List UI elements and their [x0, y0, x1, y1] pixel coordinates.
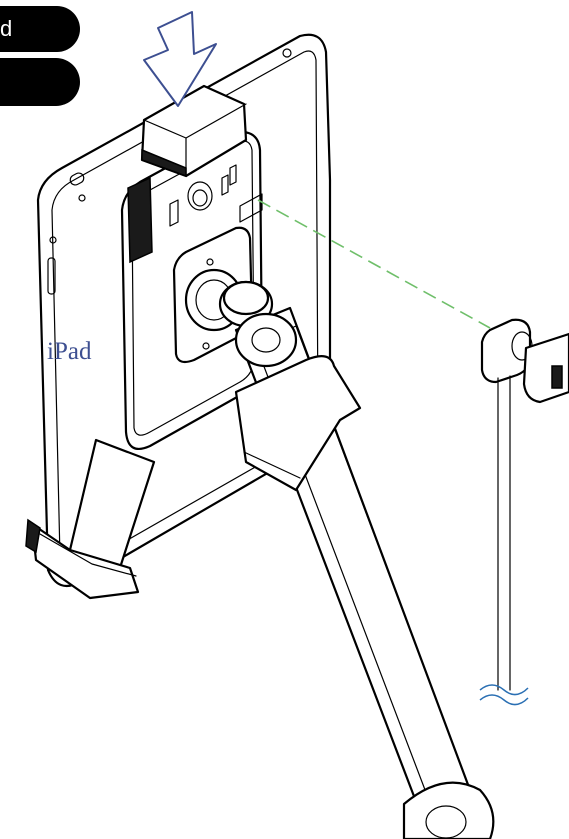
articulating-arm: [218, 280, 495, 839]
step-badge-second: [0, 58, 80, 106]
down-arrow-icon: [143, 11, 217, 107]
wavy-break-icon: [479, 684, 529, 706]
ipad-label: iPad: [47, 338, 92, 365]
step-badge-top: d: [0, 6, 80, 52]
holder-legs: [25, 355, 362, 600]
step-badge-top-text: d: [0, 16, 13, 41]
security-lock: [480, 318, 569, 691]
top-clamp: [140, 84, 248, 178]
mounting-disc: [172, 226, 254, 364]
alignment-guide-line: [257, 199, 491, 329]
